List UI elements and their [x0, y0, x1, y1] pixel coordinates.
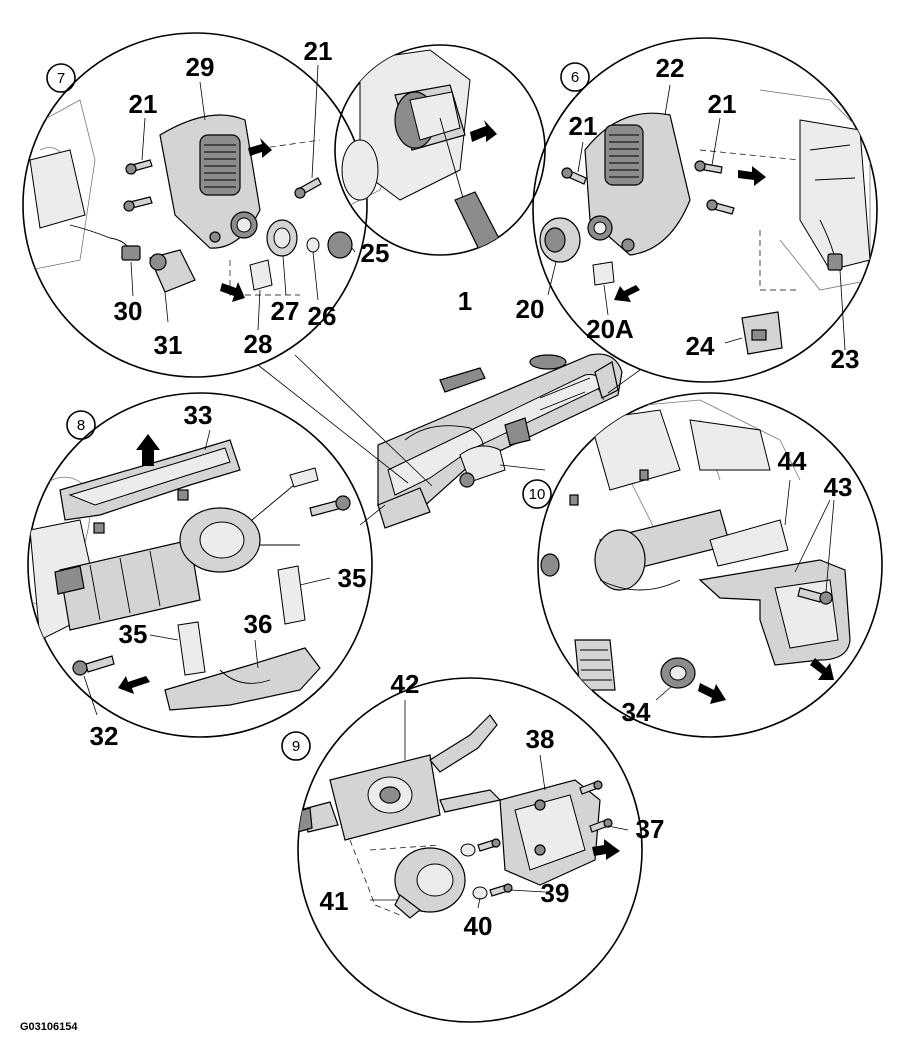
callout-20: 20: [516, 294, 545, 324]
callout-24: 24: [686, 331, 715, 361]
screw-icon: [589, 818, 613, 833]
screw-icon: [489, 883, 513, 897]
detail-circle-number: 9: [292, 738, 300, 755]
direction-arrow-icon: [136, 434, 160, 466]
direction-arrow-icon: [738, 166, 766, 186]
screw-icon: [561, 167, 587, 185]
callout-labels: 21 29 21 25 30 31 27 26 28 22 21 21 20 2…: [90, 36, 860, 941]
direction-arrow-icon: [248, 138, 272, 158]
callout-27: 27: [271, 296, 300, 326]
callout-39: 39: [541, 878, 570, 908]
callout-22: 22: [656, 53, 685, 83]
callout-21: 21: [129, 89, 158, 119]
callout-33: 33: [184, 400, 213, 430]
callout-21: 21: [708, 89, 737, 119]
callout-32: 32: [90, 721, 119, 751]
dashboard-assembly: [377, 353, 623, 529]
callout-44: 44: [778, 446, 807, 476]
detail-circle-6: 6: [532, 37, 878, 383]
detail-circle-number: 10: [529, 486, 546, 503]
callout-36: 36: [244, 609, 273, 639]
detail-circle-number: 8: [77, 417, 85, 434]
callout-41: 41: [320, 886, 349, 916]
detail-circle-8: 8: [27, 392, 373, 738]
screw-icon: [123, 196, 153, 212]
detail-circle-number: 6: [571, 69, 579, 86]
callout-28: 28: [244, 329, 273, 359]
direction-arrow-icon: [220, 282, 245, 302]
detail-circle-number: 7: [57, 70, 65, 87]
callout-26: 26: [308, 301, 337, 331]
callout-43: 43: [824, 472, 853, 502]
callout-35: 35: [338, 563, 367, 593]
screw-icon: [706, 199, 735, 215]
lever-removal-inset: [334, 44, 546, 256]
direction-arrow-icon: [118, 676, 150, 694]
screw-icon: [797, 587, 833, 605]
callout-34: 34: [622, 697, 651, 727]
callout-29: 29: [186, 52, 215, 82]
callout-38: 38: [526, 724, 555, 754]
detail-circle-7: 7: [22, 32, 368, 378]
direction-arrow-icon: [698, 683, 726, 704]
direction-arrow-icon: [614, 285, 640, 302]
callout-1: 1: [458, 286, 472, 316]
screw-icon: [694, 160, 723, 174]
callout-30: 30: [114, 296, 143, 326]
screw-icon: [579, 780, 603, 795]
callout-21: 21: [304, 36, 333, 66]
detail-leaders: [257, 354, 641, 526]
detail-circle-10: 10: [522, 392, 883, 738]
figure-code: G03106154: [20, 1021, 78, 1033]
callout-31: 31: [154, 330, 183, 360]
direction-arrow-icon: [470, 120, 497, 142]
screw-icon: [309, 495, 351, 517]
screw-icon: [125, 159, 153, 175]
callout-25: 25: [361, 238, 390, 268]
callout-23: 23: [831, 344, 860, 374]
callout-20a: 20A: [586, 314, 634, 344]
callout-42: 42: [391, 669, 420, 699]
callout-35: 35: [119, 619, 148, 649]
vent-grille: [604, 124, 644, 186]
callout-37: 37: [636, 814, 665, 844]
screw-icon: [72, 655, 115, 676]
vent-grille: [199, 134, 241, 196]
callout-40: 40: [464, 911, 493, 941]
direction-arrow-icon: [810, 658, 834, 680]
screw-icon: [294, 177, 322, 199]
direction-arrow-icon: [592, 839, 620, 860]
detail-circle-9: 9: [281, 677, 643, 1023]
callout-21: 21: [569, 111, 598, 141]
screw-icon: [477, 838, 501, 852]
